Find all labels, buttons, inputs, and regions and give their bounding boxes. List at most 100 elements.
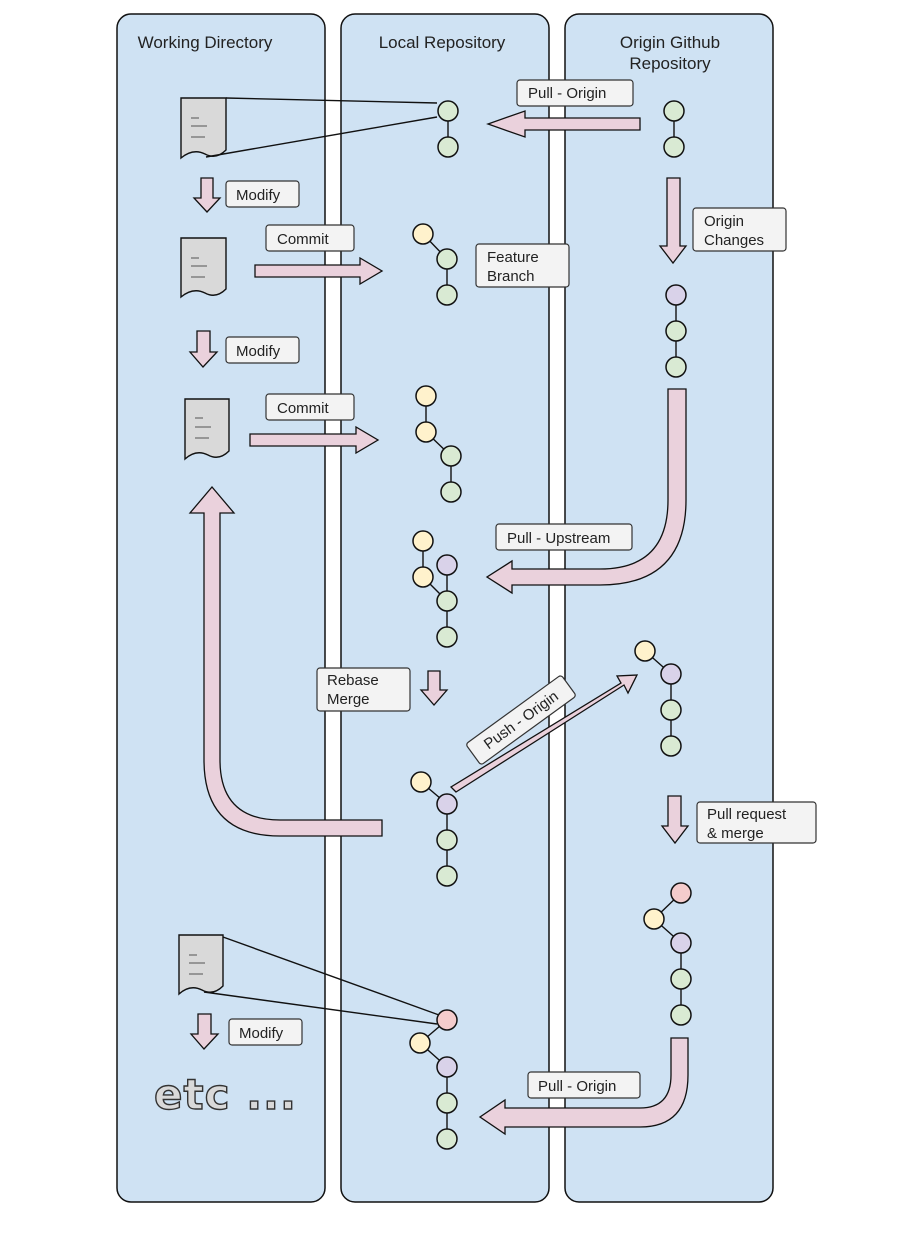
label-pull-upstream: Pull - Upstream [495, 523, 633, 551]
commit-node-green [436, 284, 458, 306]
label-commit-1: Commit [265, 224, 355, 252]
commit-node-green [436, 1128, 458, 1150]
svg-text:Merge: Merge [327, 691, 370, 708]
origin-graph-2 [665, 284, 687, 378]
commit-node-green [665, 320, 687, 342]
label-origin-changes: Origin Changes [692, 207, 787, 252]
rebase-return-arrow [188, 485, 383, 837]
modify-2-arrow [188, 330, 219, 368]
svg-text:Commit: Commit [277, 400, 329, 417]
commit-node-green [660, 699, 682, 721]
commit-node-purple [665, 284, 687, 306]
pull-request-arrow [660, 795, 690, 845]
document-icon [178, 934, 224, 996]
local-graph-3 [415, 385, 462, 503]
commit-node-pink [436, 1009, 458, 1031]
commit-node-purple [660, 663, 682, 685]
commit-node-yellow [643, 908, 665, 930]
commit-node-purple [670, 932, 692, 954]
modify-3-arrow [189, 1013, 220, 1050]
rebase-merge-arrow [419, 670, 449, 706]
commit-node-green [660, 735, 682, 757]
commit-node-green [670, 1004, 692, 1026]
lane-title-working: Working Directory [138, 33, 273, 52]
origin-graph-4 [643, 882, 692, 1026]
local-graph-5 [410, 771, 458, 887]
document-icon [180, 237, 227, 299]
doc-commit-connector [205, 116, 438, 158]
commit-1-arrow [254, 256, 384, 286]
commit-node-green [665, 356, 687, 378]
commit-node-yellow [412, 530, 434, 552]
label-modify-2: Modify [225, 336, 300, 364]
commit-node-green [436, 248, 458, 270]
label-pull-request-merge: Pull request & merge [696, 801, 817, 844]
local-graph-4 [412, 530, 458, 648]
doc-commit-connector [222, 936, 440, 1016]
document-icon [180, 97, 227, 160]
commit-node-purple [436, 554, 458, 576]
local-graph-6 [409, 1009, 458, 1150]
commit-node-green [663, 100, 685, 122]
commit-node-green [440, 445, 462, 467]
label-feature-branch: Feature Branch [475, 243, 570, 288]
svg-text:Modify: Modify [236, 343, 281, 360]
svg-text:Branch: Branch [487, 268, 535, 285]
svg-text:Origin: Origin [704, 213, 744, 230]
commit-graphs [409, 100, 692, 1150]
commit-node-green [436, 590, 458, 612]
commit-node-yellow [412, 223, 434, 245]
label-rebase-merge: Rebase Merge [316, 667, 411, 712]
commit-node-yellow [415, 385, 437, 407]
pull-origin-bottom-arrow [478, 1037, 689, 1136]
svg-text:& merge: & merge [707, 825, 764, 842]
origin-changes-arrow [658, 177, 688, 265]
svg-text:Modify: Modify [236, 187, 281, 204]
commit-node-purple [436, 1056, 458, 1078]
doc-commit-connector [225, 97, 438, 104]
svg-text:Changes: Changes [704, 232, 764, 249]
label-modify-1: Modify [225, 180, 300, 208]
commit-node-green [436, 626, 458, 648]
doc-commit-connector [203, 991, 438, 1025]
svg-text:Pull - Origin: Pull - Origin [538, 1078, 616, 1095]
origin-graph-1 [663, 100, 685, 158]
commit-node-green [437, 136, 459, 158]
origin-graph-3 [634, 640, 682, 757]
modify-1-arrow [192, 177, 222, 213]
svg-text:Commit: Commit [277, 231, 329, 248]
commit-node-purple [436, 793, 458, 815]
lane-title-origin-line2: Repository [629, 54, 711, 73]
commit-node-yellow [412, 566, 434, 588]
lane-origin-repository [564, 13, 774, 1203]
commit-node-green [437, 100, 459, 122]
svg-text:Pull - Upstream: Pull - Upstream [507, 530, 610, 547]
svg-text:Rebase: Rebase [327, 672, 379, 689]
label-pull-origin-top: Pull - Origin [516, 79, 634, 107]
svg-text:Feature: Feature [487, 249, 539, 266]
commit-2-arrow [249, 425, 380, 455]
document-icon [184, 398, 230, 461]
commit-node-green [670, 968, 692, 990]
lane-working-directory [116, 13, 326, 1203]
commit-node-yellow [415, 421, 437, 443]
commit-node-green [436, 829, 458, 851]
commit-node-green [436, 1092, 458, 1114]
commit-node-green [436, 865, 458, 887]
lane-title-origin-line1: Origin Github [620, 33, 720, 52]
commit-node-yellow [634, 640, 656, 662]
svg-text:Modify: Modify [239, 1025, 284, 1042]
pull-origin-top-arrow [486, 110, 641, 138]
label-commit-2: Commit [265, 393, 355, 421]
etc-text: etc ... [154, 1070, 297, 1119]
label-pull-origin-bottom: Pull - Origin [527, 1071, 641, 1099]
commit-node-pink [670, 882, 692, 904]
commit-node-yellow [410, 771, 432, 793]
push-origin-arrow [449, 674, 639, 793]
label-modify-3: Modify [228, 1018, 303, 1046]
commit-node-green [440, 481, 462, 503]
local-graph-1 [437, 100, 459, 158]
lane-title-local: Local Repository [379, 33, 506, 52]
commit-node-yellow [409, 1032, 431, 1054]
